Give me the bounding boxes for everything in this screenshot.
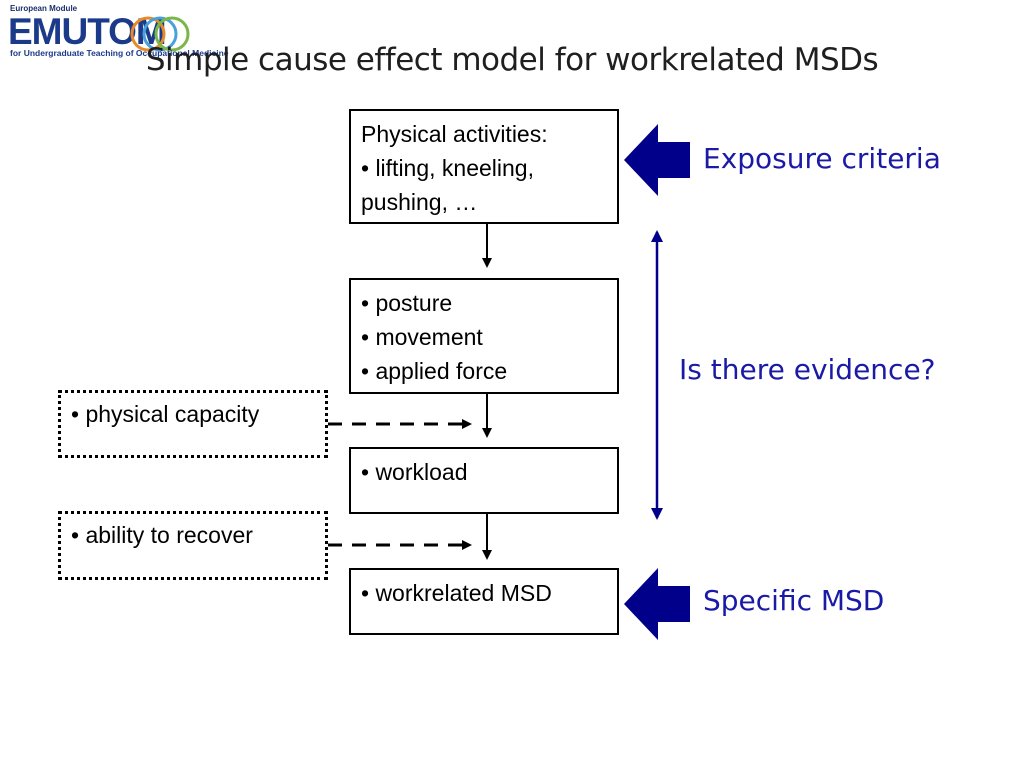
box-line: • workload bbox=[361, 459, 468, 485]
left-arrow-icon bbox=[624, 124, 690, 196]
box-line: • movement bbox=[361, 324, 483, 350]
logo-main-text: EMUTOM bbox=[8, 11, 167, 52]
physical-activities-box: Physical activities: • lifting, kneeling… bbox=[349, 109, 619, 224]
modifier-text: • ability to recover bbox=[71, 522, 253, 548]
logo-top-text: European Module bbox=[10, 4, 78, 13]
left-arrow-icon bbox=[624, 568, 690, 640]
slide-title: Simple cause effect model for workrelate… bbox=[145, 42, 879, 78]
box-line: • lifting, kneeling, bbox=[361, 155, 534, 181]
mechanical-exposure-box: • posture • movement • applied force bbox=[349, 278, 619, 394]
box-line: pushing, … bbox=[361, 189, 478, 215]
physical-capacity-box: • physical capacity bbox=[58, 390, 328, 458]
emutom-logo: European Module EMUTOM for Undergraduate… bbox=[6, 4, 229, 58]
ability-to-recover-box: • ability to recover bbox=[58, 511, 328, 580]
box-line: • applied force bbox=[361, 358, 508, 384]
logo-sub-text: for Undergraduate Teaching of Occupation… bbox=[10, 48, 229, 58]
specific-msd-label: Specific MSD bbox=[703, 584, 885, 617]
logo-rings-icon bbox=[130, 16, 190, 52]
modifier-text: • physical capacity bbox=[71, 401, 260, 427]
evidence-label: Is there evidence? bbox=[679, 353, 936, 386]
box-line: • posture bbox=[361, 290, 453, 316]
exposure-criteria-label: Exposure criteria bbox=[703, 142, 941, 175]
workload-box: • workload bbox=[349, 447, 619, 514]
workrelated-msd-box: • workrelated MSD bbox=[349, 568, 619, 635]
box-line: • workrelated MSD bbox=[361, 580, 552, 606]
box-line: Physical activities: bbox=[361, 121, 548, 147]
